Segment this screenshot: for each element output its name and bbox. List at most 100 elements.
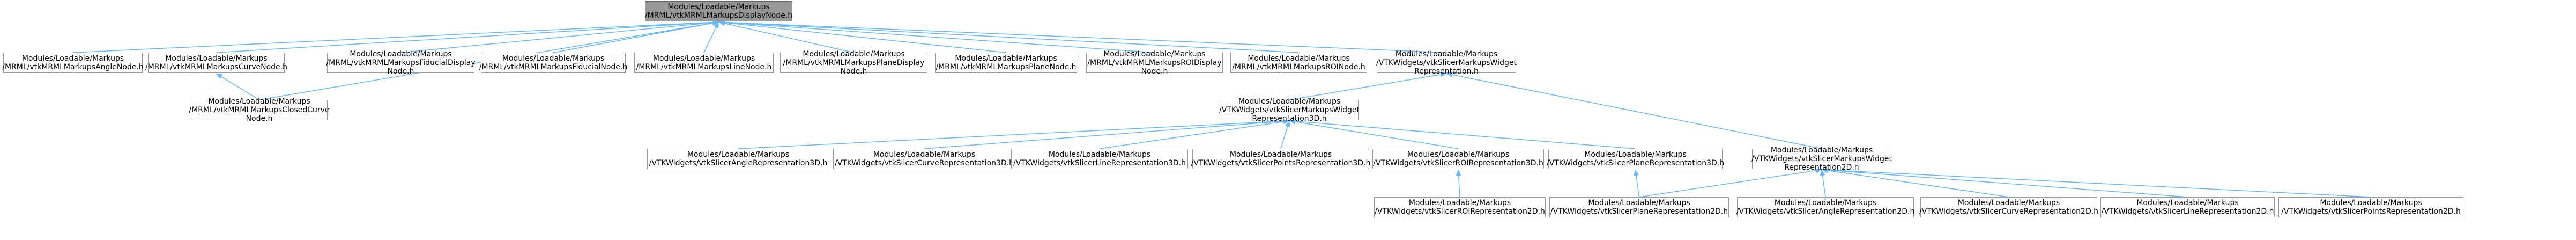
class-node-label-line: Modules/Loadable/Markups (21, 54, 124, 63)
class-node-label-line: Modules/Loadable/Markups (2320, 199, 2422, 207)
class-node-label-line: Node.h (1141, 67, 1168, 76)
class-node-label-line: Modules/Loadable/Markups (1770, 146, 1873, 155)
class-node-label-line: /MRML/vtkMRMLMarkupsAngleNode.h (2, 63, 144, 71)
edge-roid-to-root (718, 19, 1155, 53)
edge-a2d-to-w2d (1820, 169, 1826, 198)
class-node-label-line: /MRML/vtkMRMLMarkupsFiducialNode.h (479, 63, 628, 71)
class-node-label-line: /MRML/vtkMRMLMarkupsFiducialDisplay (326, 59, 476, 67)
class-node-c2d[interactable]: Modules/Loadable/Markups/VTKWidgets/vtkS… (1919, 197, 2099, 217)
class-node-angle[interactable]: Modules/Loadable/Markups/MRML/vtkMRMLMar… (2, 53, 144, 73)
class-node-label-line: /VTKWidgets/vtkSlicerCurveRepresentation… (1919, 207, 2099, 216)
class-node-r2d[interactable]: Modules/Loadable/Markups/VTKWidgets/vtkS… (1374, 197, 1546, 217)
class-node-label-line: /VTKWidgets/vtkSlicerPointsRepresentatio… (2281, 207, 2461, 216)
class-node-label-line: /MRML/vtkMRMLMarkupsPlaneDisplay (783, 59, 925, 67)
edge-w3d-to-wrep (1289, 71, 1447, 100)
edge-closed-to-curve (216, 73, 259, 100)
class-node-roid[interactable]: Modules/Loadable/Markups/MRML/vtkMRMLMar… (1086, 50, 1223, 76)
class-node-label-line: Modules/Loadable/Markups (1395, 50, 1498, 59)
edge-pl2d-to-w2d (1639, 168, 1822, 198)
edge-p3d-to-w3d (1280, 120, 1290, 149)
class-node-root[interactable]: Modules/Loadable/Markups/MRML/vtkMRMLMar… (645, 1, 792, 21)
class-node-wrep[interactable]: Modules/Loadable/Markups/VTKWidgets/vtkS… (1376, 50, 1517, 76)
class-node-label-line: /MRML/vtkMRMLMarkupsCurveNode.h (145, 63, 287, 71)
class-node-label-line: /MRML/vtkMRMLMarkupsLineNode.h (636, 63, 772, 71)
class-node-label-line: Representation2D.h (1784, 163, 1859, 172)
class-node-w2d[interactable]: Modules/Loadable/Markups/VTKWidgets/vtkS… (1751, 146, 1892, 172)
edge-l2d-to-w2d (1821, 167, 2188, 198)
class-node-label-line: Representation.h (1414, 67, 1479, 76)
edge-fidd-to-root (400, 20, 719, 53)
class-node-a3d[interactable]: Modules/Loadable/Markups/VTKWidgets/vtkS… (647, 149, 829, 169)
class-node-label-line: /MRML/vtkMRMLMarkupsPlaneNode.h (936, 63, 1077, 71)
class-node-label-line: Modules/Loadable/Markups (502, 54, 605, 63)
class-node-l3d[interactable]: Modules/Loadable/Markups/VTKWidgets/vtkS… (1011, 149, 1188, 169)
class-node-plane[interactable]: Modules/Loadable/Markups/MRML/vtkMRMLMar… (935, 53, 1077, 73)
edge-w2d-to-wrep (1446, 72, 1822, 149)
class-node-l2d[interactable]: Modules/Loadable/Markups/VTKWidgets/vtkS… (2100, 197, 2275, 217)
class-node-fidd[interactable]: Modules/Loadable/Markups/MRML/vtkMRMLMar… (326, 50, 476, 76)
class-node-curve[interactable]: Modules/Loadable/Markups/MRML/vtkMRMLMar… (145, 53, 287, 73)
edge-c3d-to-w3d (924, 118, 1290, 149)
class-node-w3d[interactable]: Modules/Loadable/Markups/VTKWidgets/vtkS… (1219, 97, 1360, 123)
class-node-fid[interactable]: Modules/Loadable/Markups/MRML/vtkMRMLMar… (479, 53, 628, 73)
class-node-label-line: /VTKWidgets/vtkSlicerPointsRepresentatio… (1191, 159, 1371, 168)
class-node-label-line: /VTKWidgets/vtkSlicerAngleRepresentation… (649, 159, 828, 168)
class-node-label-line: /MRML/vtkMRMLMarkupsROIDisplay (1087, 59, 1222, 67)
class-node-label-line: Node.h (840, 67, 867, 76)
class-node-label-line: /VTKWidgets/vtkSlicerMarkupsWidget (1376, 59, 1517, 67)
class-node-label-line: Node.h (387, 67, 414, 76)
class-node-label-line: /VTKWidgets/vtkSlicerROIRepresentation2D… (1375, 207, 1545, 216)
class-node-label-line: Modules/Loadable/Markups (1408, 199, 1511, 207)
class-node-pland[interactable]: Modules/Loadable/Markups/MRML/vtkMRMLMar… (780, 50, 927, 76)
class-node-label-line: Modules/Loadable/Markups (1248, 54, 1350, 63)
class-node-label-line: Modules/Loadable/Markups (955, 54, 1057, 63)
class-node-label-line: Modules/Loadable/Markups (687, 150, 790, 159)
class-node-line[interactable]: Modules/Loadable/Markups/MRML/vtkMRMLMar… (634, 53, 774, 73)
class-node-label-line: /VTKWidgets/vtkSlicerMarkupsWidget (1751, 155, 1892, 163)
class-node-r3d[interactable]: Modules/Loadable/Markups/VTKWidgets/vtkS… (1372, 149, 1544, 169)
class-node-label-line: Modules/Loadable/Markups (165, 54, 268, 63)
edge-p2d-to-w2d (1821, 167, 2371, 198)
edge-pl2d-to-pl3d (1634, 169, 1640, 198)
class-node-label-line: /VTKWidgets/vtkSlicerPlaneRepresentation… (1546, 159, 1725, 168)
class-node-c3d[interactable]: Modules/Loadable/Markups/VTKWidgets/vtkS… (833, 149, 1015, 169)
class-node-closed[interactable]: Modules/Loadable/Markups/MRML/vtkMRMLMar… (189, 97, 330, 123)
edge-c2d-to-w2d (1821, 168, 2009, 198)
edge-pl3d-to-w3d (1289, 118, 1636, 149)
class-node-label-line: Modules/Loadable/Markups (1048, 150, 1151, 159)
edge-wrep-to-root (718, 19, 1447, 53)
class-node-label-line: /MRML/vtkMRMLMarkupsROINode.h (1232, 63, 1365, 71)
class-node-label-line: Modules/Loadable/Markups (1103, 50, 1206, 59)
class-node-label-line: Modules/Loadable/Markups (652, 54, 755, 63)
class-node-label-line: Modules/Loadable/Markups (1407, 150, 1510, 159)
class-node-label-line: /VTKWidgets/vtkSlicerLineRepresentation3… (1013, 159, 1186, 168)
class-node-label-line: /MRML/vtkMRMLMarkupsClosedCurve (189, 106, 330, 114)
class-node-label-line: Modules/Loadable/Markups (1229, 150, 1332, 159)
class-node-label-line: /VTKWidgets/vtkSlicerLineRepresentation2… (2101, 207, 2274, 216)
edge-pland-to-root (718, 20, 854, 53)
edge-angle-to-root (72, 19, 719, 53)
class-node-label-line: Modules/Loadable/Markups (1584, 150, 1687, 159)
edge-plane-to-root (718, 20, 1006, 53)
class-node-p3d[interactable]: Modules/Loadable/Markups/VTKWidgets/vtkS… (1191, 149, 1371, 169)
edge-l3d-to-w3d (1099, 119, 1290, 149)
edge-curve-to-root (216, 19, 719, 53)
class-node-pl2d[interactable]: Modules/Loadable/Markups/VTKWidgets/vtkS… (1549, 197, 1729, 217)
class-node-label-line: Modules/Loadable/Markups (1957, 199, 2060, 207)
class-node-label-line: Modules/Loadable/Markups (208, 97, 310, 106)
class-node-label-line: Node.h (246, 114, 273, 123)
class-node-label-line: /VTKWidgets/vtkSlicerCurveRepresentation… (834, 159, 1014, 168)
edge-roi-to-root (718, 19, 1299, 53)
class-node-label-line: /VTKWidgets/vtkSlicerMarkupsWidget (1219, 106, 1360, 114)
class-node-label-line: Modules/Loadable/Markups (350, 50, 452, 59)
class-node-a2d[interactable]: Modules/Loadable/Markups/VTKWidgets/vtkS… (1736, 197, 1914, 217)
edge-r2d-to-r3d (1456, 169, 1461, 198)
edge-fid-to-root (553, 20, 719, 53)
class-node-roi[interactable]: Modules/Loadable/Markups/MRML/vtkMRMLMar… (1230, 53, 1367, 73)
class-node-p2d[interactable]: Modules/Loadable/Markups/VTKWidgets/vtkS… (2278, 197, 2463, 217)
class-node-pl3d[interactable]: Modules/Loadable/Markups/VTKWidgets/vtkS… (1546, 149, 1725, 169)
class-node-label-line: Modules/Loadable/Markups (873, 150, 976, 159)
class-node-label-line: Representation3D.h (1252, 114, 1327, 123)
class-node-label-line: Modules/Loadable/Markups (1588, 199, 1690, 207)
